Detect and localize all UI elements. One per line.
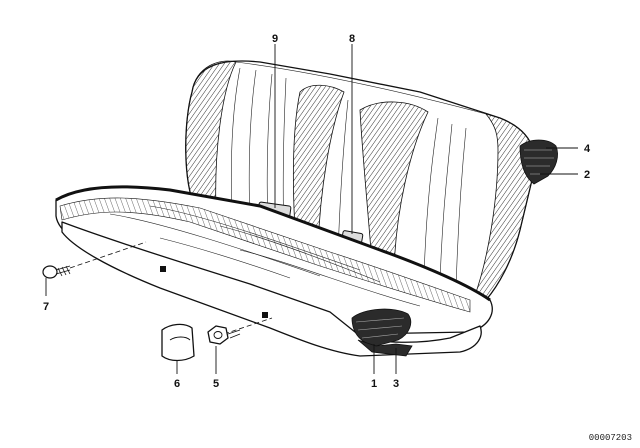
callout-8: 8 [349,33,355,45]
rear-bench-seat [55,60,558,357]
seat-cushion [55,185,493,357]
callout-9: 9 [272,33,278,45]
part-6-cover-cap [161,323,195,362]
callout-2: 2 [584,169,590,181]
callout-6: 6 [174,378,180,390]
callout-7: 7 [43,301,49,313]
part-5-nut [207,317,273,345]
callout-1: 1 [371,378,377,390]
reference-code: 00007203 [589,433,632,443]
leader-lines [45,44,578,374]
callout-3: 3 [393,378,399,390]
callout-5: 5 [213,378,219,390]
part-7-clip [42,241,147,279]
callout-4: 4 [584,143,591,155]
callout-labels: 9 8 4 2 7 6 5 1 3 [43,33,591,390]
